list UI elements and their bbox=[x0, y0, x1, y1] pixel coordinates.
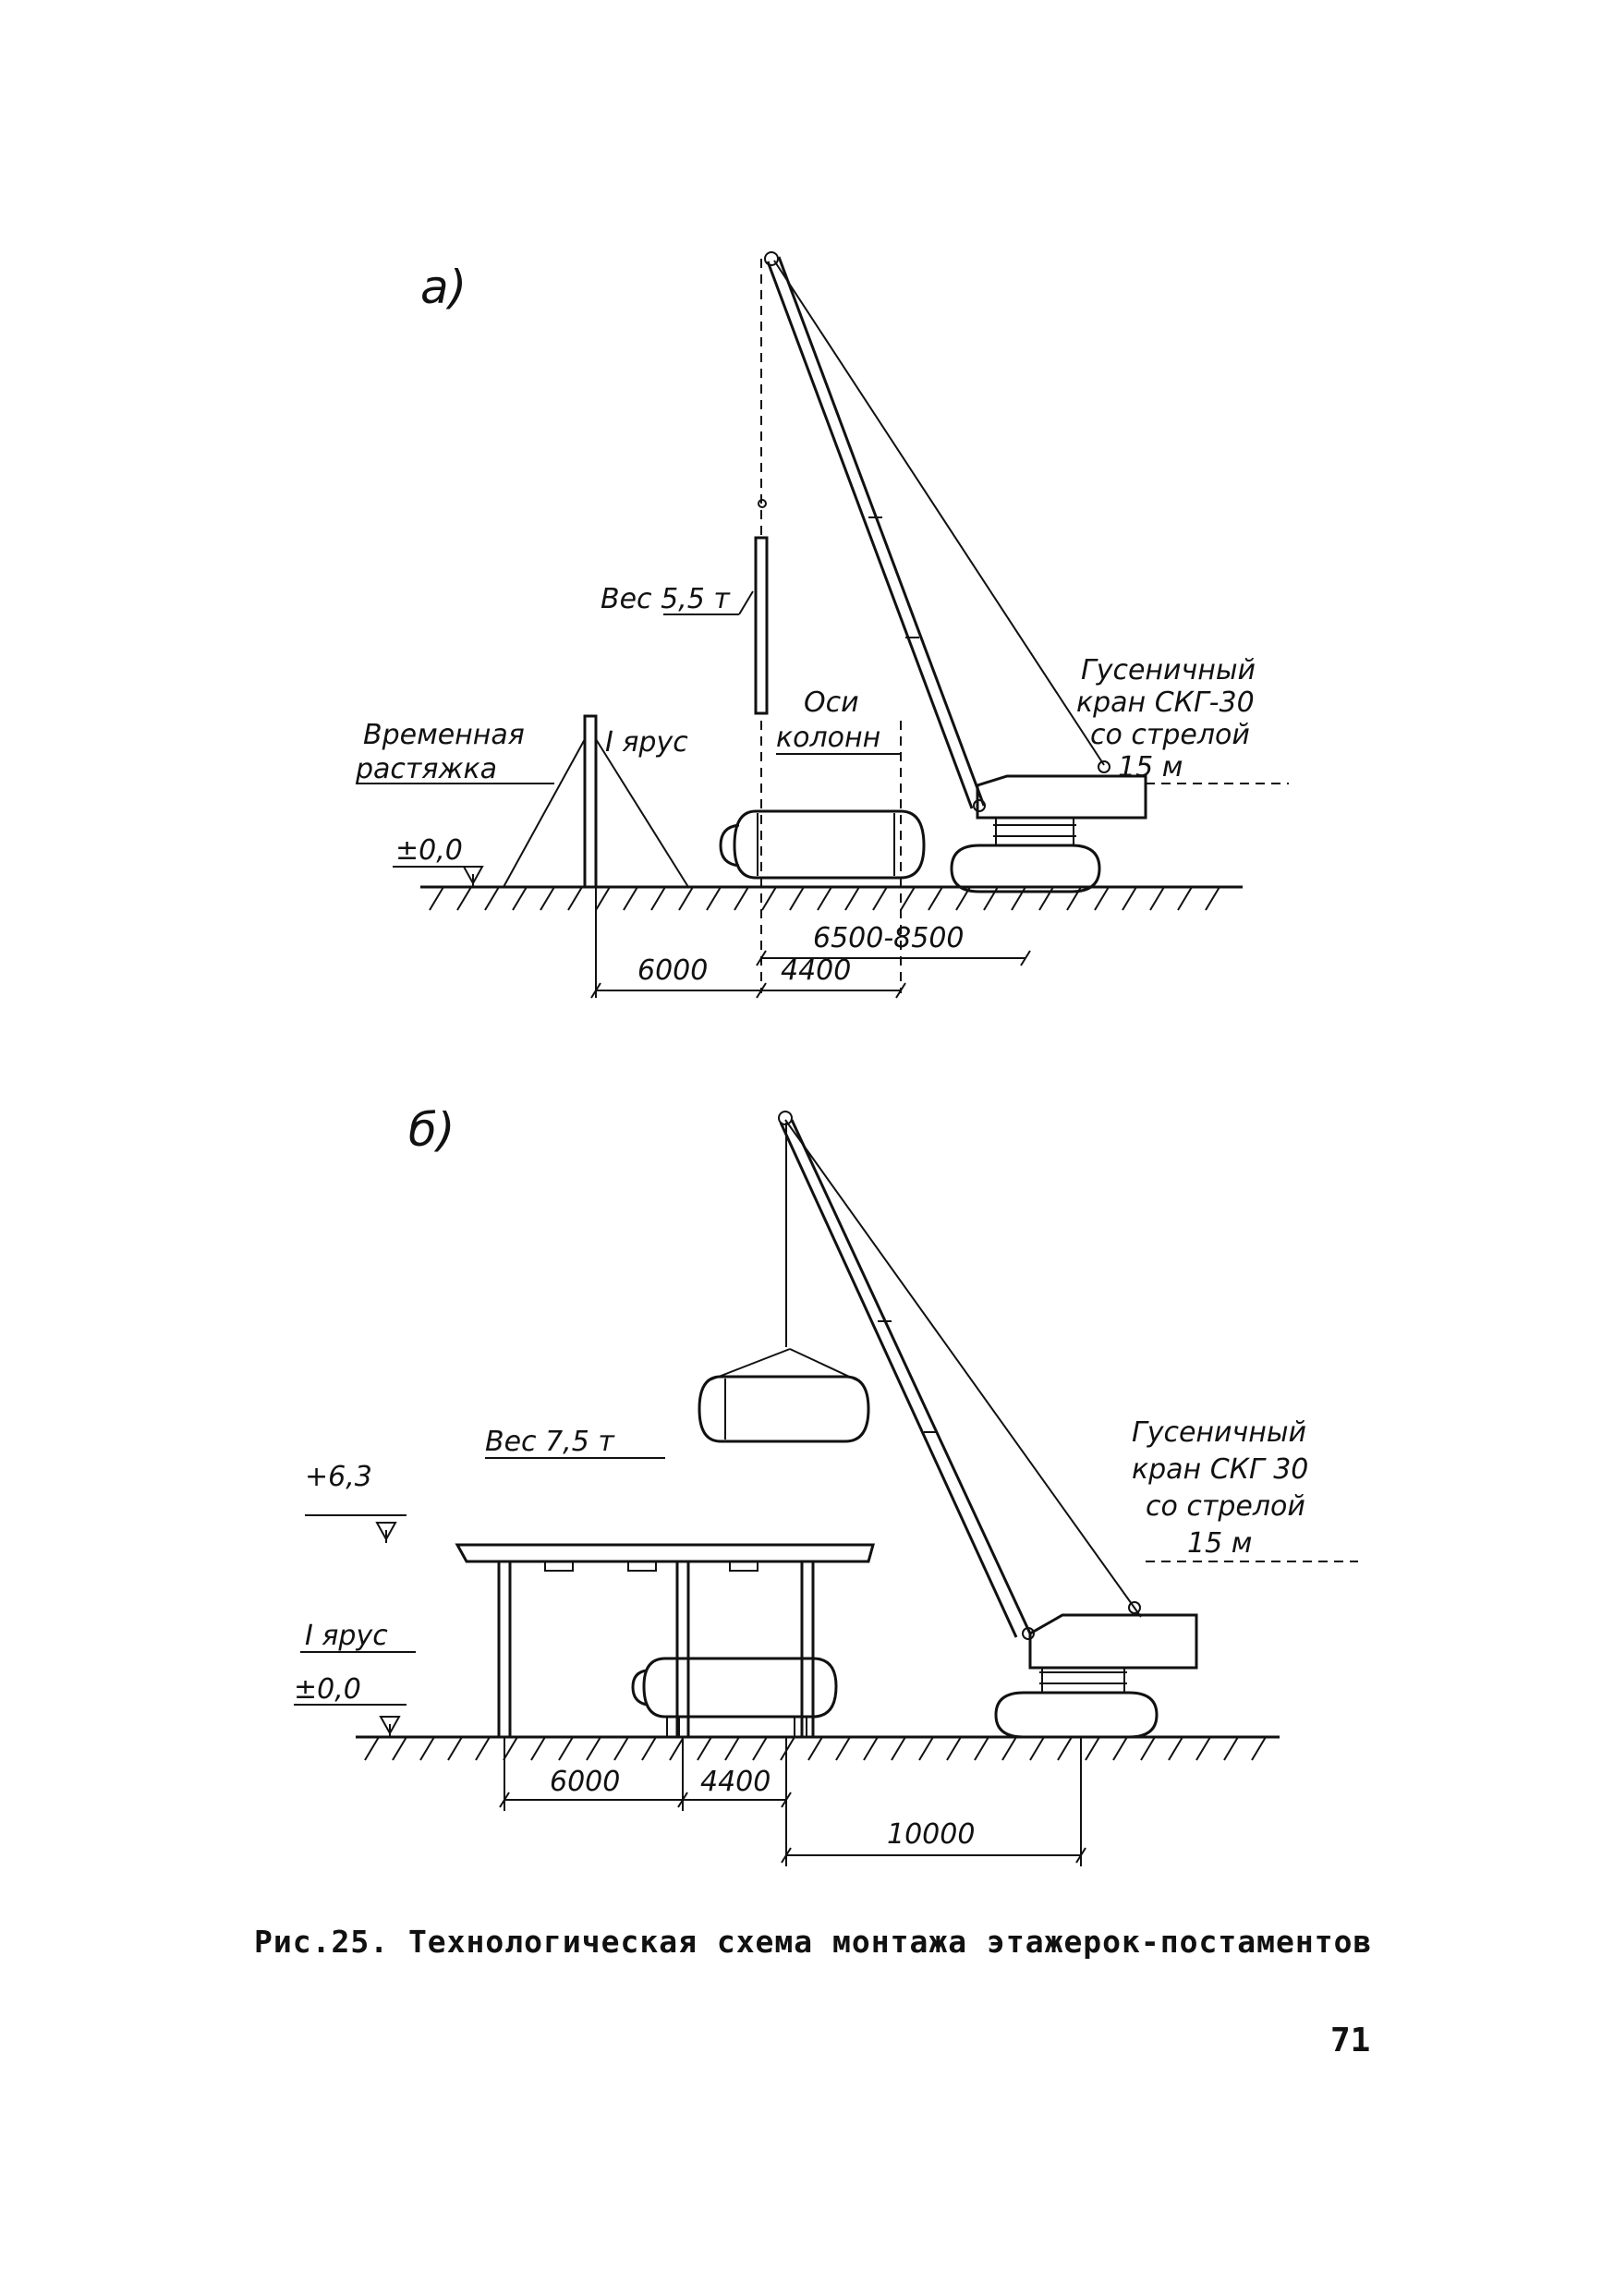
figure-b-level-markers: +6,3 I ярус ±0,0 bbox=[294, 1461, 416, 1737]
figure-a-crane bbox=[764, 251, 1147, 893]
figure-b: б) +6,3 I ярус ±0,0 bbox=[294, 1103, 1358, 1866]
figure-b-crane-label-2: кран СКГ 30 bbox=[1132, 1453, 1308, 1486]
figure-b-panel-label: б) bbox=[408, 1103, 455, 1157]
figure-a-axes-label-2: колонн bbox=[776, 722, 880, 754]
figure-b-ground-vessel bbox=[631, 1657, 838, 1737]
figure-b-weight-label: Вес 7,5 т bbox=[485, 1426, 615, 1458]
figure-a-dim-4400: 4400 bbox=[781, 954, 851, 987]
figure-b-level-zero: ±0,0 bbox=[294, 1673, 361, 1706]
figure-a-weight-label: Вес 5,5 т bbox=[601, 583, 731, 615]
figure-b-platform bbox=[455, 1543, 875, 1739]
figure-a-panel-label: а) bbox=[420, 261, 467, 314]
figure-b-crane bbox=[778, 1111, 1198, 1739]
figure-b-crane-label-3: со стрелой bbox=[1146, 1490, 1305, 1523]
figure-caption: Рис.25. Технологическая схема монтажа эт… bbox=[254, 1924, 1373, 1960]
figure-a-crane-label-1: Гусеничный bbox=[1081, 654, 1256, 686]
figure-b-crane-label-4: 15 м bbox=[1187, 1527, 1252, 1560]
figure-b-level-top: +6,3 bbox=[305, 1461, 372, 1493]
figure-b-dimensions bbox=[499, 1737, 1086, 1866]
figure-b-dim-6000: 6000 bbox=[550, 1766, 620, 1798]
figure-a-level-zero-marker: ±0,0 bbox=[393, 834, 484, 887]
figure-a-brace-label-1: Временная bbox=[363, 719, 525, 751]
figure-a-dimensions bbox=[590, 887, 1031, 999]
figure-b-dim-4400: 4400 bbox=[700, 1766, 771, 1798]
figure-a-crane-label-2: кран СКГ-30 bbox=[1076, 686, 1255, 719]
figure-a-tier-label: I ярус bbox=[605, 726, 688, 759]
figure-a-column bbox=[503, 714, 689, 889]
figure-b-lifted-vessel bbox=[698, 1123, 870, 1443]
figure-a-brace-label-2: растяжка bbox=[355, 753, 497, 785]
figure-a-dim-6000: 6000 bbox=[637, 954, 708, 987]
figure-a-level-zero: ±0,0 bbox=[395, 834, 463, 867]
figure-a-ground bbox=[420, 885, 1243, 911]
figure-b-crane-label-1: Гусеничный bbox=[1132, 1416, 1306, 1449]
figure-a-crane-label-3: со стрелой bbox=[1090, 719, 1250, 751]
figure-a-axes-label-1: Оси bbox=[804, 686, 859, 719]
figure-b-tier-label: I ярус bbox=[305, 1620, 388, 1652]
figure-a-crane-label-4: 15 м bbox=[1118, 751, 1183, 784]
figure-b-dim-10000: 10000 bbox=[887, 1818, 975, 1851]
page-number: 71 bbox=[1330, 2022, 1371, 2059]
figure-b-ground bbox=[356, 1735, 1280, 1761]
figure-a-load-column bbox=[754, 259, 769, 715]
figure-a: а) ±0,0 I ярус Временная растяжка Вес 5 bbox=[355, 251, 1289, 999]
figure-a-dim-range: 6500-8500 bbox=[813, 922, 965, 954]
figure-a-vessel bbox=[719, 809, 926, 880]
